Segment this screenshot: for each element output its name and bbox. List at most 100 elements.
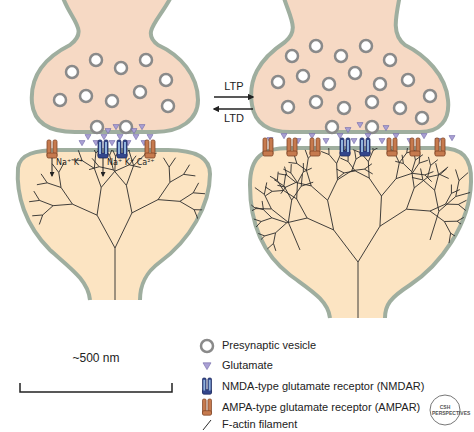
- actin-filament: [259, 236, 265, 242]
- actin-filament: [53, 204, 72, 206]
- glutamate: [203, 363, 211, 370]
- nmda-receptor: [360, 138, 370, 156]
- actin-filament: [368, 162, 370, 178]
- glutamate: [131, 129, 137, 134]
- glutamate: [105, 129, 111, 134]
- publisher-logo-text: CSH PERSPECTIVES: [432, 404, 458, 416]
- actin-filament: [272, 190, 283, 192]
- actin-filament: [194, 209, 206, 210]
- actin-filament: [59, 172, 61, 187]
- vesicle: [416, 112, 428, 124]
- receptor-channel: [118, 142, 120, 154]
- actin-filament: [348, 162, 355, 171]
- receptor-subunit: [47, 153, 57, 158]
- actin-filament: [283, 169, 291, 173]
- presynaptic-terminal: [32, 0, 198, 132]
- vesicle: [282, 101, 294, 113]
- actin-filament: [451, 233, 459, 238]
- receptor-subunit: [203, 411, 212, 416]
- actin-filament: [264, 194, 271, 209]
- actin-filament: [163, 158, 169, 167]
- actin-filament: [193, 183, 198, 193]
- actin-filament: [203, 420, 211, 430]
- actin-filament: [290, 164, 291, 173]
- ampa-receptor: [203, 399, 212, 415]
- actin-filament: [271, 209, 288, 222]
- actin-filament: [292, 186, 302, 200]
- actin-filament: [72, 204, 97, 215]
- glutamate: [421, 134, 427, 139]
- spine-membrane: [250, 148, 471, 318]
- receptor-channel: [99, 142, 101, 154]
- vesicle: [140, 54, 152, 66]
- receptor-channel: [209, 380, 211, 391]
- nmda-receptor: [203, 378, 212, 394]
- actin-filament: [270, 176, 277, 180]
- vesicle: [402, 74, 414, 86]
- actin-filament: [399, 153, 406, 163]
- actin-filament: [407, 144, 408, 153]
- actin-filament: [381, 179, 396, 196]
- actin-filament: [440, 175, 449, 179]
- vesicle: [349, 67, 361, 79]
- actin-filament: [94, 168, 101, 187]
- actin-filament: [247, 201, 256, 208]
- vesicles: [54, 40, 436, 133]
- actin-filament: [288, 162, 296, 163]
- receptor-channel: [367, 140, 369, 152]
- actin-filament: [39, 215, 42, 224]
- actin-filament: [115, 213, 132, 248]
- receptor-subunit: [263, 151, 273, 156]
- receptors: [47, 138, 445, 158]
- vesicle: [323, 78, 335, 90]
- actin-filament: [307, 218, 333, 230]
- actin-filament: [430, 211, 439, 240]
- vesicle: [90, 54, 102, 66]
- receptor-channel: [341, 140, 343, 152]
- legend-symbols: [201, 340, 213, 430]
- actin-filament: [423, 180, 435, 190]
- actin-filament: [412, 173, 425, 175]
- actin-filament: [459, 173, 468, 181]
- actin-filament: [355, 150, 356, 159]
- ion-flow-arrow: [52, 158, 53, 176]
- ampa-receptor: [287, 138, 297, 156]
- actin-filament: [406, 188, 414, 209]
- actin-filament: [169, 167, 171, 182]
- actin-filament: [256, 221, 261, 227]
- actin-filament: [158, 182, 170, 199]
- vesicle: [310, 40, 322, 52]
- actin-filament: [284, 174, 286, 186]
- actin-filament: [456, 181, 459, 197]
- actin-filament: [273, 233, 275, 244]
- process-label: LTD: [224, 112, 244, 125]
- actin-filament: [264, 182, 266, 194]
- actin-filament: [395, 161, 403, 163]
- actin-filament: [456, 169, 459, 180]
- vesicle: [201, 340, 213, 352]
- actin-filament: [472, 192, 474, 197]
- ion-flow-arrow: [103, 158, 104, 176]
- actin-filament: [115, 248, 116, 300]
- receptor-channel: [347, 140, 349, 152]
- actin-filament: [288, 200, 291, 222]
- vesicle: [106, 95, 118, 107]
- actin-filament: [97, 187, 101, 215]
- glutamate: [139, 125, 145, 130]
- actin-filament: [428, 157, 430, 166]
- receptor-subunit: [435, 151, 445, 156]
- actin-filament: [369, 178, 381, 196]
- actin-filament: [305, 150, 308, 158]
- actin-filament: [435, 190, 439, 211]
- ampa-receptor: [387, 138, 397, 156]
- ion-label: Na⁺ K⁺ Ca²⁺: [107, 158, 155, 167]
- actin-filament: [435, 174, 439, 190]
- actin-filament: [396, 173, 412, 178]
- actin-filament: [97, 215, 115, 248]
- ion-label: Na⁺ K⁺: [56, 158, 83, 167]
- process-label: LTP: [224, 80, 243, 93]
- vesicle: [54, 94, 66, 106]
- actin-filament: [458, 200, 466, 204]
- actin-filament: [458, 204, 465, 210]
- receptor-subunit: [387, 151, 397, 156]
